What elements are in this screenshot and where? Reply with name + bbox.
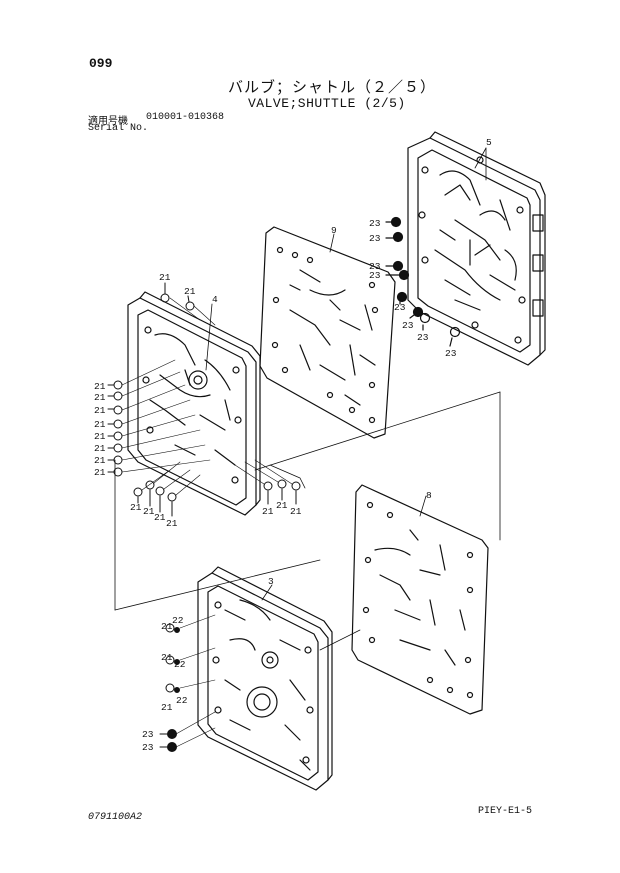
callout-23: 23 (369, 261, 381, 272)
callout-21: 21 (166, 518, 178, 529)
valve-body-part-3 (197, 566, 333, 791)
label-part-5: 5 (486, 137, 492, 148)
callout-21: 21 (159, 272, 171, 283)
title-japanese: バルブ；シャトル（２／５） (228, 78, 437, 96)
callout-23: 23 (402, 320, 414, 331)
callout-21: 21 (94, 392, 106, 403)
label-part-9: 9 (331, 225, 337, 236)
callout-21: 21 (143, 506, 155, 517)
label-part-4: 4 (212, 294, 218, 305)
callout-21: 21 (290, 506, 302, 517)
callout-21: 21 (94, 419, 106, 430)
callout-23: 23 (417, 332, 429, 343)
assembly-leader-lines (114, 391, 501, 651)
callout-21: 21 (94, 455, 106, 466)
callout-21: 21 (161, 702, 173, 713)
label-part-3: 3 (268, 576, 274, 587)
callout-labels-23-upper: 23 23 23 23 23 23 23 23 (369, 218, 457, 359)
callout-21: 21 (94, 381, 106, 392)
sheet-code: PIEY-E1-5 (478, 806, 533, 817)
callout-23: 23 (369, 233, 381, 244)
callout-labels-bottom: 21 22 21 22 21 22 23 23 (142, 615, 188, 753)
callout-21: 21 (262, 506, 274, 517)
plugs-23-upper (385, 216, 461, 347)
callout-21: 21 (161, 621, 173, 632)
callout-21: 21 (94, 443, 106, 454)
callout-23: 23 (142, 729, 154, 740)
callout-21: 21 (94, 405, 106, 416)
callout-labels-21-left: 21 21 21 21 21 21 21 21 21 21 21 21 21 2… (94, 272, 302, 529)
callout-22: 22 (172, 615, 184, 626)
callout-21: 21 (154, 512, 166, 523)
callout-21: 21 (94, 467, 106, 478)
callout-23: 23 (369, 270, 381, 281)
serial-label-english: Serial No. (88, 123, 149, 134)
serial-range: 010001-010368 (146, 112, 225, 123)
valve-body-part-5 (407, 131, 546, 366)
valve-body-part-4 (127, 291, 261, 516)
callout-23: 23 (369, 218, 381, 229)
callout-21: 21 (276, 500, 288, 511)
serial-label-japanese: 適用号機 (88, 116, 128, 127)
gasket-plate-part-9 (259, 226, 396, 439)
callout-21: 21 (161, 652, 173, 663)
callout-21: 21 (184, 286, 196, 297)
gasket-plate-part-8 (351, 484, 489, 715)
plugs-bottom (159, 614, 216, 752)
callout-23: 23 (394, 302, 406, 313)
part-labels: 5 9 4 8 3 (212, 137, 492, 587)
figure-code: 0791100A2 (88, 812, 143, 823)
plugs-21-left (107, 282, 301, 517)
callout-23: 23 (445, 348, 457, 359)
page-number: 099 (89, 56, 113, 71)
callout-21: 21 (94, 431, 106, 442)
callout-22: 22 (176, 695, 188, 706)
label-part-8: 8 (426, 490, 432, 501)
title-english: VALVE;SHUTTLE (2/5) (248, 96, 406, 111)
callout-21: 21 (130, 502, 142, 513)
callout-22: 22 (174, 659, 186, 670)
callout-23: 23 (142, 742, 154, 753)
